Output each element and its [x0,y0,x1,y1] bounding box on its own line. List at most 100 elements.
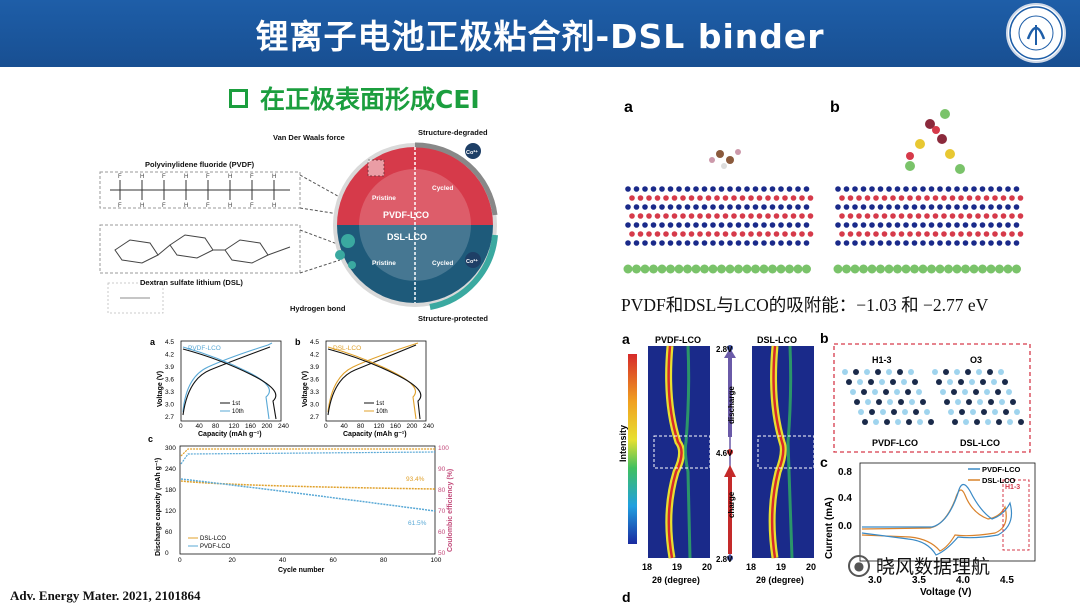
o3-atom [992,409,998,415]
lattice-atom [949,231,956,237]
h13-atom [895,419,901,425]
lattice-atom [949,213,956,219]
lattice-atom [752,204,759,210]
discharge-label: discharge [727,386,736,424]
lattice-atom [920,240,926,246]
panel-c-letter: c [148,434,153,444]
voltage-xtick-1-3: 120 [374,423,385,430]
title-bar: 锂离子电池正极粘合剂-DSL binder [0,0,1080,67]
lattice-atom [667,186,674,192]
lattice-atom [877,222,884,228]
h13-atom [901,379,907,385]
lattice-atom [708,264,718,274]
lattice-atom [941,231,947,237]
lattice-atom [856,195,862,201]
lattice-atom [642,186,648,192]
section-heading-text: 在正极表面形成CEI [260,85,480,114]
lattice-atom [852,240,858,246]
citation: Adv. Energy Mater. 2021, 2101864 [10,588,201,603]
pvdf-molecule [709,149,741,169]
lattice-atom [1013,222,1020,228]
lattice-atom [710,222,716,228]
o3-atom [999,399,1005,405]
pvdf-lco-label: PVDF-LCO [383,210,429,220]
h13-atom [890,379,896,385]
lattice-atom [769,222,776,228]
lattice-atom [769,240,776,246]
lattice-atom [654,195,661,201]
h13-atom [894,389,900,395]
lattice-atom [850,264,860,274]
o3-atom [974,419,980,425]
panel-b-tenth: 10th [376,409,388,415]
o3-atom [991,379,997,385]
lattice-atom [650,240,657,246]
h13-atom [912,379,918,385]
lco-slab-b [833,186,1024,274]
voltage-ytick-1-1: 4.2 [310,352,319,359]
lattice-atom [907,231,913,237]
lattice-atom [1005,240,1011,246]
lattice-atom [731,195,737,201]
lattice-atom [795,222,801,228]
lattice-atom [786,204,793,210]
lattice-atom [769,186,776,192]
cycle-xtick-3: 60 [330,557,338,564]
lattice-atom [785,264,794,274]
panel-b-letter: b [295,337,301,347]
o3-atom [988,399,994,405]
lattice-atom [869,204,875,210]
lattice-atom [937,186,943,192]
panel-a-first: 1st [232,401,240,407]
lattice-atom [954,222,960,228]
voltage-xtick-1-1: 40 [341,423,349,430]
lattice-atom [700,264,709,274]
lattice-atom [633,186,640,192]
lattice-atom [945,204,952,210]
lattice-atom [881,231,888,237]
h13-atom [924,409,930,415]
lattice-atom [625,204,631,210]
lattice-atom [642,240,648,246]
panel-b-xlabel: Capacity (mAh g⁻¹) [343,431,407,438]
lattice-atom [932,213,939,219]
wechat-watermark: ● 晓风数据理航 [848,552,990,579]
lattice-atom [894,204,901,210]
svg-text:H: H [140,174,144,180]
lattice-atom [873,213,879,219]
voltage-xtick-1-2: 80 [357,423,365,430]
lattice-atom [898,195,905,201]
lattice-atom [735,222,742,228]
lattice-atom [894,240,901,246]
lattice-atom [710,240,716,246]
cycle-xtick-0: 0 [178,557,182,564]
svg-text:F: F [206,174,210,180]
voltage-xtick-0-4: 160 [245,423,256,430]
lattice-atom [744,186,750,192]
lattice-atom [701,204,708,210]
svg-text:F: F [118,174,122,180]
panel-a-letter: a [150,337,156,347]
lattice-atom [646,195,652,201]
h13-atom [913,409,919,415]
lattice-atom [877,204,884,210]
lattice-atom [765,231,771,237]
o3-atom [996,419,1002,425]
charge-label: charge [727,491,736,518]
dsl-molecule [905,109,965,174]
pristine-label-bottom: Pristine [372,260,396,267]
lattice-atom [667,240,674,246]
lattice-atom [1000,213,1007,219]
lattice-atom [835,222,841,228]
lattice-atom [799,231,805,237]
voltage-xtick-0-6: 240 [278,423,289,430]
lattice-atom [769,204,776,210]
lattice-atom [676,204,682,210]
lattice-atom [1017,231,1024,237]
lattice-atom [727,222,733,228]
cycle-xtick-4: 80 [380,557,388,564]
voltage-panels: a b PVDF-LCO 1st 10th DSL-LCO 1st 10th 4… [150,337,434,438]
lattice-atom [782,195,788,201]
lattice-atom [983,195,990,201]
xrd-b-tick-19: 19 [776,562,786,572]
